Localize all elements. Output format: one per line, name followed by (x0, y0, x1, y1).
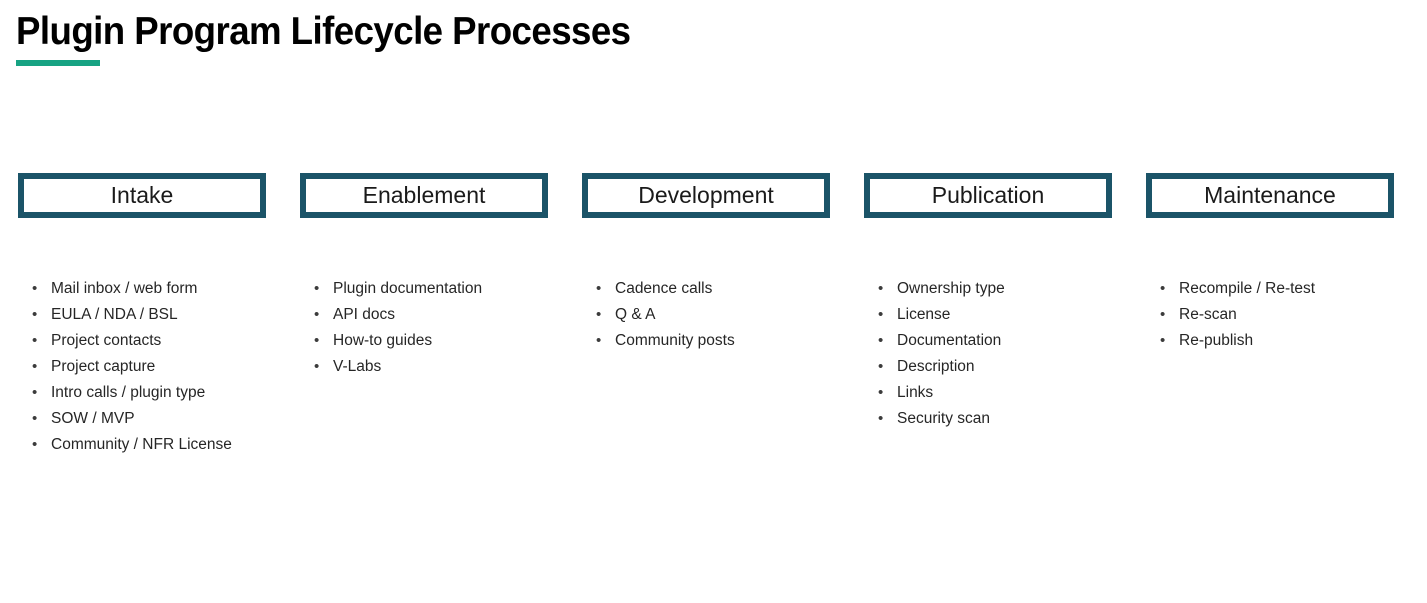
phase-item-list-publication: • Ownership type • License • Documentati… (864, 278, 1112, 434)
list-item: • Project capture (18, 356, 266, 382)
list-item: • Intro calls / plugin type (18, 382, 266, 408)
list-item-label: Documentation (897, 332, 1002, 349)
bullet-icon: • (878, 280, 884, 297)
bullet-icon: • (314, 306, 320, 323)
phase-column-enablement: Enablement • Plugin documentation • API … (300, 173, 548, 382)
list-item-label: Re-scan (1179, 306, 1237, 323)
list-item: • Re-scan (1146, 304, 1394, 330)
bullet-icon: • (878, 306, 884, 323)
phase-header-box-enablement[interactable]: Enablement (300, 173, 548, 218)
title-accent-bar (16, 60, 100, 66)
phase-header-label: Enablement (362, 182, 486, 208)
list-item-label: Ownership type (897, 280, 1005, 297)
bullet-icon: • (878, 384, 884, 401)
list-item: • EULA / NDA / BSL (18, 304, 266, 330)
phase-column-intake: Intake • Mail inbox / web form • EULA / … (18, 173, 266, 460)
phase-header-box-development[interactable]: Development (582, 173, 830, 218)
list-item-label: Plugin documentation (333, 280, 483, 297)
phase-column-maintenance: Maintenance • Recompile / Re-test • Re-s… (1146, 173, 1394, 356)
list-item-label: Community posts (615, 332, 735, 349)
list-item: • V-Labs (300, 356, 548, 382)
phase-header-box-intake[interactable]: Intake (18, 173, 266, 218)
list-item: • Community posts (582, 330, 830, 356)
phase-header-label: Intake (110, 182, 174, 208)
phase-header-label: Development (638, 182, 774, 208)
bullet-icon: • (596, 306, 602, 323)
list-item: • Re-publish (1146, 330, 1394, 356)
list-item: • Cadence calls (582, 278, 830, 304)
page-title: Plugin Program Lifecycle Processes (16, 10, 631, 53)
list-item-label: V-Labs (333, 358, 382, 375)
list-item-label: Project capture (51, 358, 156, 375)
lifecycle-phase-columns: Intake • Mail inbox / web form • EULA / … (0, 173, 1427, 460)
list-item: • Mail inbox / web form (18, 278, 266, 304)
list-item-label: Mail inbox / web form (51, 280, 198, 297)
bullet-icon: • (32, 332, 38, 349)
list-item-label: Re-publish (1179, 332, 1254, 349)
list-item: • License (864, 304, 1112, 330)
list-item-label: Community / NFR License (51, 436, 232, 453)
phase-item-list-maintenance: • Recompile / Re-test • Re-scan • Re-pub… (1146, 278, 1394, 356)
phase-header-label: Maintenance (1204, 182, 1336, 208)
bullet-icon: • (32, 410, 38, 427)
phase-column-development: Development • Cadence calls • Q & A • Co… (582, 173, 830, 356)
list-item: • Q & A (582, 304, 830, 330)
bullet-icon: • (314, 358, 320, 375)
phase-header-label: Publication (931, 182, 1045, 208)
list-item-label: Cadence calls (615, 280, 713, 297)
phase-item-list-development: • Cadence calls • Q & A • Community post… (582, 278, 830, 356)
bullet-icon: • (1160, 332, 1166, 349)
phase-column-publication: Publication • Ownership type • License •… (864, 173, 1112, 434)
bullet-icon: • (1160, 280, 1166, 297)
bullet-icon: • (32, 280, 38, 297)
bullet-icon: • (32, 384, 38, 401)
list-item: • How-to guides (300, 330, 548, 356)
bullet-icon: • (878, 410, 884, 427)
bullet-icon: • (878, 358, 884, 375)
list-item: • Description (864, 356, 1112, 382)
list-item: • Security scan (864, 408, 1112, 434)
list-item-label: Recompile / Re-test (1179, 280, 1316, 297)
list-item-label: EULA / NDA / BSL (51, 306, 178, 323)
phase-item-list-intake: • Mail inbox / web form • EULA / NDA / B… (18, 278, 266, 460)
list-item: • Recompile / Re-test (1146, 278, 1394, 304)
list-item: • Ownership type (864, 278, 1112, 304)
bullet-icon: • (596, 332, 602, 349)
bullet-icon: • (878, 332, 884, 349)
list-item: • Community / NFR License (18, 434, 266, 460)
list-item-label: SOW / MVP (51, 410, 135, 427)
list-item-label: Intro calls / plugin type (51, 384, 206, 401)
list-item-label: Security scan (897, 410, 991, 427)
list-item: • Project contacts (18, 330, 266, 356)
list-item-label: How-to guides (333, 332, 433, 349)
list-item: • SOW / MVP (18, 408, 266, 434)
bullet-icon: • (314, 332, 320, 349)
bullet-icon: • (32, 306, 38, 323)
phase-item-list-enablement: • Plugin documentation • API docs • How-… (300, 278, 548, 382)
list-item: • Links (864, 382, 1112, 408)
bullet-icon: • (32, 436, 38, 453)
list-item: • Plugin documentation (300, 278, 548, 304)
list-item-label: Project contacts (51, 332, 162, 349)
bullet-icon: • (32, 358, 38, 375)
list-item-label: Description (897, 358, 975, 375)
list-item-label: API docs (333, 306, 396, 323)
list-item-label: License (897, 306, 951, 323)
list-item: • API docs (300, 304, 548, 330)
phase-header-box-publication[interactable]: Publication (864, 173, 1112, 218)
bullet-icon: • (1160, 306, 1166, 323)
list-item-label: Q & A (615, 306, 656, 323)
list-item-label: Links (897, 384, 934, 401)
phase-header-box-maintenance[interactable]: Maintenance (1146, 173, 1394, 218)
bullet-icon: • (596, 280, 602, 297)
bullet-icon: • (314, 280, 320, 297)
list-item: • Documentation (864, 330, 1112, 356)
